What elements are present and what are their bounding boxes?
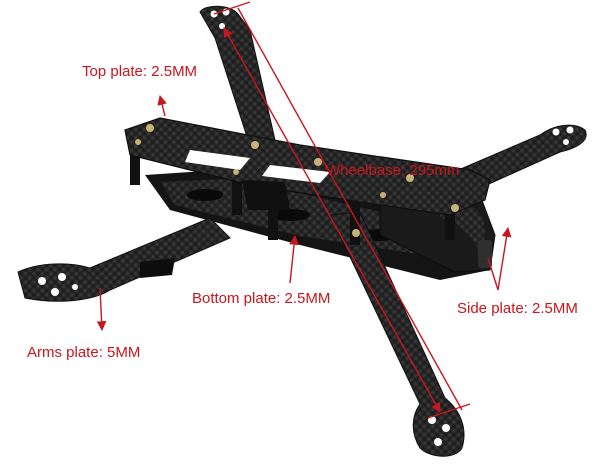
annotation-lines bbox=[96, 1, 512, 419]
side-plate-label: Side plate: 2.5MM bbox=[457, 300, 578, 317]
wheelbase-label: Wheelbase: 295mm bbox=[326, 162, 460, 179]
top-plate-label: Top plate: 2.5MM bbox=[82, 63, 198, 80]
arm-front-left bbox=[17, 217, 231, 302]
arm-rear-left bbox=[199, 5, 276, 147]
bottom-plate-label: Bottom plate: 2.5MM bbox=[192, 290, 331, 307]
arms-plate-label: Arms plate: 5MM bbox=[27, 344, 141, 361]
